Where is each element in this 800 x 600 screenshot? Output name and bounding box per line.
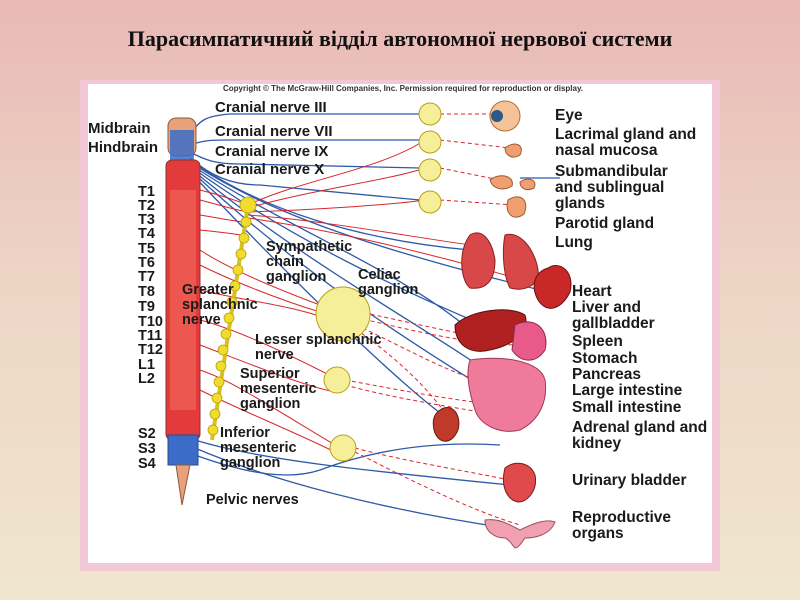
spinal-cord [165,117,201,506]
sympathetic-chain-label: Sympathetic chain ganglion [266,239,353,285]
bladder-label: Urinary bladder [572,472,687,489]
lung-shape [461,232,539,290]
segment-label: T1 [138,184,155,200]
small-intestine-label: Small intestine [572,399,682,416]
liver-label: Liver and gallbladder [572,299,655,332]
segment-label: T6 [138,255,155,271]
stomach-label: Stomach [572,350,638,367]
reproductive-shape [484,519,556,549]
segment-label: T10 [138,314,163,330]
segment-label: L1 [138,357,155,373]
segment-label: T4 [138,226,155,242]
cranial-nerve-ix-label: Cranial nerve IX [215,143,329,160]
submandibular-shape [489,175,536,191]
parotid-shape [506,196,527,218]
ganglia [315,102,442,462]
greater-splanchnic-label: Greater splanchnic nerve [182,282,258,328]
segment-label: T8 [138,284,155,300]
large-intestine-label: Large intestine [572,382,683,399]
segment-label: S2 [138,426,156,442]
spleen-label: Spleen [572,333,623,350]
segment-label: T2 [138,198,155,214]
sympathetic-chain [207,196,257,441]
eye-shape [489,100,521,132]
segment-label: S3 [138,441,156,457]
heart-shape [533,265,572,309]
stomach-shape [511,321,547,361]
lacrimal-shape [504,143,522,158]
cranial-nerve-iii-label: Cranial nerve III [215,99,327,116]
celiac-ganglion-label: Celiac ganglion [358,267,419,298]
copyright-notice: Copyright © The McGraw-Hill Companies, I… [223,84,584,93]
lung-label: Lung [555,234,593,251]
reproductive-label: Reproductive organs [572,509,672,542]
segment-label: L2 [138,371,155,387]
lesser-splanchnic-label: Lesser splanchnic nerve [255,332,382,363]
segment-label: T9 [138,299,155,315]
lacrimal-label: Lacrimal gland and nasal mucosa [555,126,697,159]
segment-label: T12 [138,342,163,358]
cranial-nerve-vii-label: Cranial nerve VII [215,123,333,140]
intestine-shape [467,357,547,432]
submandibular-label: Submandibular and sublingual glands [555,163,668,212]
slide-title: Парасимпатичний відділ автономної нервов… [127,26,673,51]
segment-label: T7 [138,269,155,285]
segment-label: T11 [138,328,163,344]
superior-mesenteric-label: Superior mesenteric ganglion [240,366,317,412]
pelvic-nerves-label: Pelvic nerves [206,492,299,508]
segment-label: S4 [138,456,156,472]
organs [432,100,572,549]
kidney-shape [432,407,460,442]
adrenal-label: Adrenal gland and kidney [572,419,708,452]
midbrain-label: Midbrain [88,120,151,137]
inferior-mesenteric-label: Inferior mesenteric ganglion [220,425,297,471]
parotid-label: Parotid gland [555,215,655,232]
segment-label: T5 [138,241,155,257]
hindbrain-label: Hindbrain [88,139,158,156]
bladder-shape [503,462,537,503]
heart-label: Heart [572,283,612,300]
eye-label: Eye [555,107,583,124]
segment-label: T3 [138,212,155,228]
sympathetic-pathways [199,139,541,453]
pancreas-label: Pancreas [572,366,641,383]
cranial-nerve-x-label: Cranial nerve X [215,161,325,178]
